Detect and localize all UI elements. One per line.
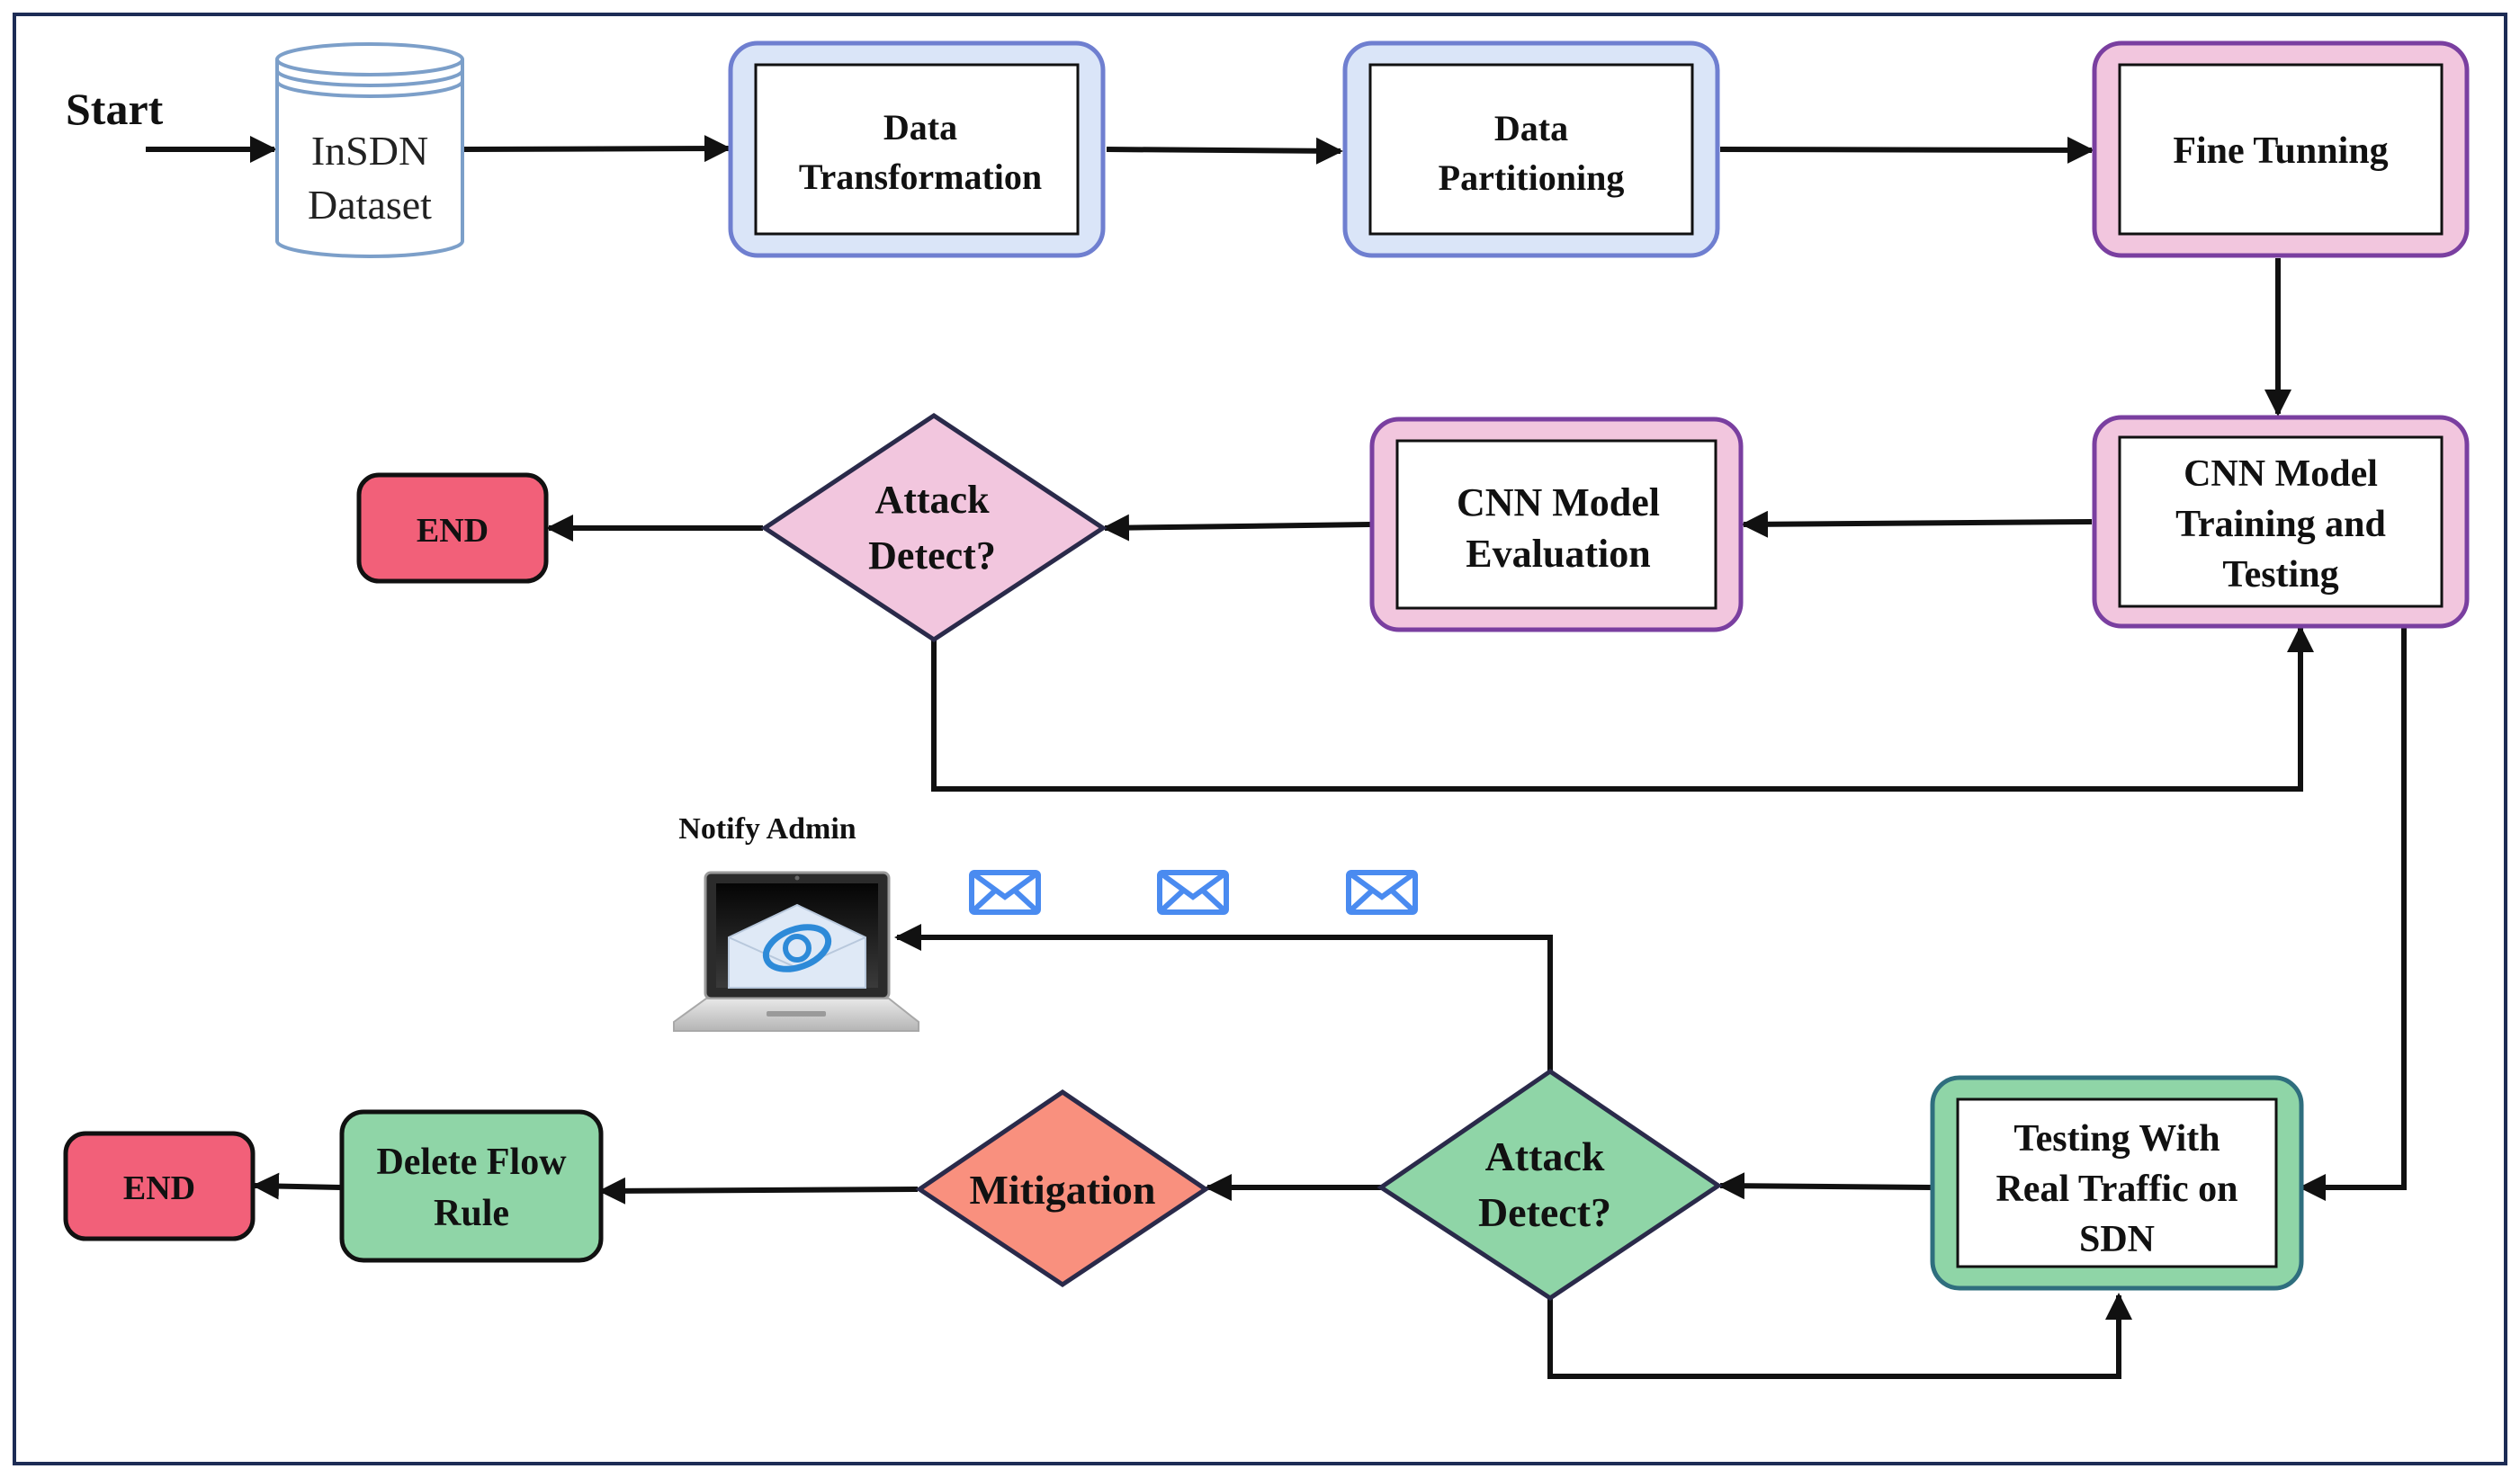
attack-bottom-line-2: Detect? xyxy=(1478,1189,1611,1235)
edge-mitigation-to-delete xyxy=(598,1177,919,1205)
end-bottom: END xyxy=(63,1131,256,1241)
attack-top-line-1: Attack xyxy=(874,478,990,522)
cnn-evaluation-line-2: Evaluation xyxy=(1466,532,1650,576)
dataset-cylinder: InSDN Dataset xyxy=(275,42,464,258)
cnn-training-line-3: Testing xyxy=(2222,554,2338,596)
testing-real-line-2: Real Traffic on xyxy=(1995,1169,2238,1210)
edge-decision-to-notify xyxy=(894,924,1553,1071)
cnn-training-box: CNN Model Training and Testing xyxy=(2092,415,2470,629)
edge-transformation-to-partitioning xyxy=(1106,137,1343,165)
start-label: Start xyxy=(66,84,164,134)
cnn-evaluation-box: CNN Model Evaluation xyxy=(1369,417,1744,632)
edge-training-to-evaluation xyxy=(1741,510,2093,538)
attack-top-line-2: Detect? xyxy=(868,533,996,578)
testing-real-line-1: Testing With xyxy=(2013,1118,2220,1160)
mail-icon xyxy=(1157,870,1229,915)
data-partitioning-box: Data Partitioning xyxy=(1342,40,1720,258)
edge-training-to-testing-real xyxy=(2299,628,2407,1201)
mitigation-label: Mitigation xyxy=(970,1167,1156,1213)
edges xyxy=(146,135,2407,1379)
attack-bottom-line-1: Attack xyxy=(1485,1133,1605,1179)
data-transformation-line-1: Data xyxy=(883,107,957,148)
edge-partitioning-to-finetuning xyxy=(1719,136,2094,164)
cnn-training-line-1: CNN Model xyxy=(2184,453,2378,495)
fine-tuning-label: Fine Tunning xyxy=(2173,130,2388,172)
data-partitioning-line-2: Partitioning xyxy=(1439,157,1625,198)
laptop-email-icon xyxy=(673,871,919,1032)
end-bottom-label: END xyxy=(123,1169,195,1207)
testing-real-line-3: SDN xyxy=(2079,1219,2155,1260)
cnn-training-line-2: Training and xyxy=(2175,504,2386,545)
mail-icons xyxy=(969,870,1418,915)
fine-tuning-box: Fine Tunning xyxy=(2092,40,2470,258)
edge-dataset-to-transformation xyxy=(463,135,731,163)
end-top-label: END xyxy=(417,512,489,550)
dataset-line-2: Dataset xyxy=(308,182,432,228)
testing-real-traffic-box: Testing With Real Traffic on SDN xyxy=(1930,1075,2304,1291)
delete-flow-rule-box: Delete Flow Rule xyxy=(339,1109,604,1263)
edge-delete-to-end-bottom xyxy=(252,1172,341,1200)
dataset-line-1: InSDN xyxy=(311,128,428,174)
delete-flow-line-1: Delete Flow xyxy=(376,1142,567,1183)
data-partitioning-line-1: Data xyxy=(1494,108,1568,148)
mitigation-decision: Mitigation xyxy=(915,1088,1210,1288)
data-transformation-box: Data Transformation xyxy=(728,40,1106,258)
attack-decision-top: Attack Detect? xyxy=(760,412,1108,642)
data-transformation-line-2: Transformation xyxy=(799,157,1042,197)
edge-decision-loop-to-training xyxy=(931,625,2314,792)
notify-admin-label: Notify Admin xyxy=(678,812,856,846)
delete-flow-line-2: Rule xyxy=(434,1193,509,1234)
mail-icon xyxy=(1346,870,1418,915)
attack-decision-bottom: Attack Detect? xyxy=(1377,1068,1723,1301)
cnn-evaluation-line-1: CNN Model xyxy=(1457,480,1660,524)
edge-decision-loop-to-testing xyxy=(1547,1293,2132,1379)
edge-testing-to-decision xyxy=(1717,1172,1932,1200)
end-top: END xyxy=(356,472,549,584)
edge-evaluation-to-decision xyxy=(1102,514,1371,542)
mail-icon xyxy=(969,870,1041,915)
